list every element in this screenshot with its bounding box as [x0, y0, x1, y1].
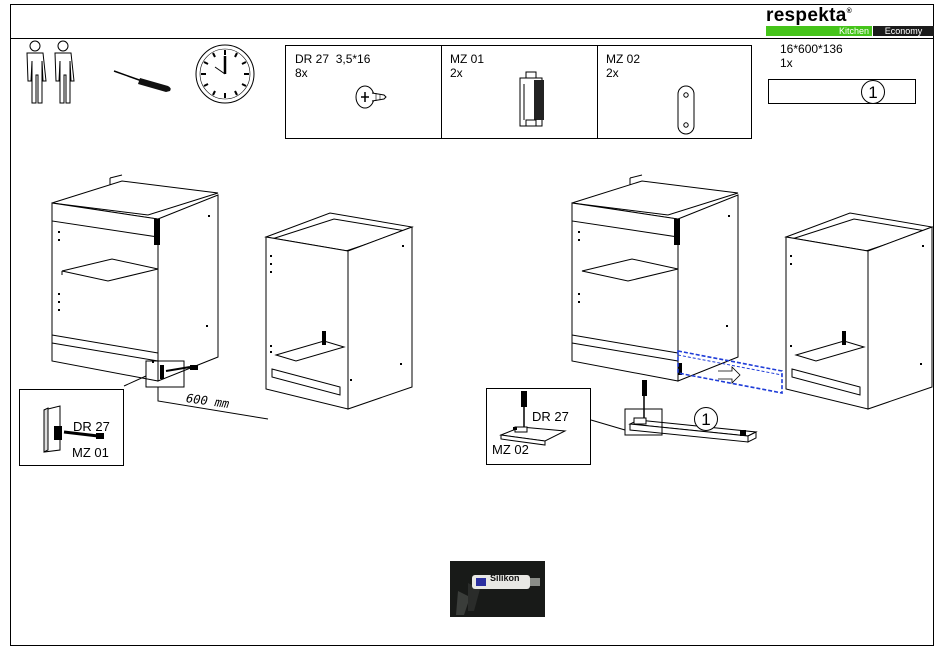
plinth-board-number: 1 — [694, 407, 718, 431]
detail-right-screw-label: DR 27 — [532, 409, 569, 424]
silicone-label: Silikon — [490, 573, 520, 583]
silicone-gun-photo: Silikon — [450, 561, 545, 617]
detail-right-plate-label: MZ 02 — [492, 442, 529, 457]
detail-right: DR 27 MZ 02 — [486, 388, 591, 465]
silicone-gun-icon — [450, 561, 545, 617]
